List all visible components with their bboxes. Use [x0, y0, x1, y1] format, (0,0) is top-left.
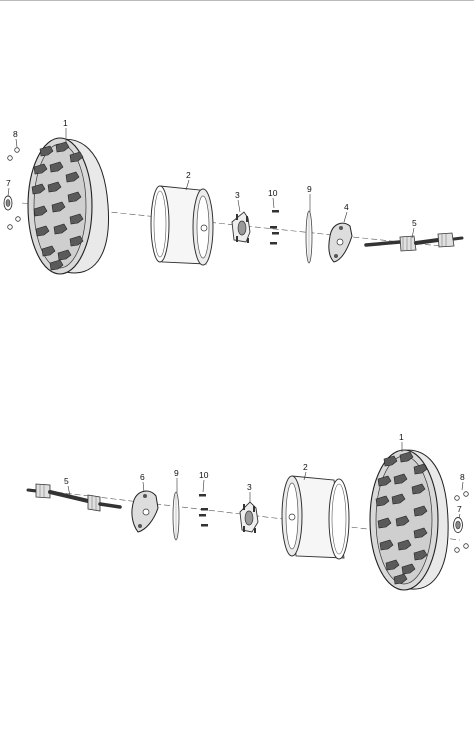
lower-knuckle — [131, 490, 159, 533]
upper-leader-lines — [7, 128, 415, 239]
lower-lug-nuts — [454, 491, 469, 553]
upper-axis-line — [21, 202, 441, 247]
lower-wheel-studs — [199, 494, 208, 527]
upper-hub-cap — [3, 195, 13, 211]
lower-callout-2: 2 — [303, 462, 308, 472]
lower-tire — [369, 449, 449, 591]
upper-assembly: 1 2 3 4 5 7 8 9 10 — [3, 118, 464, 275]
upper-callout-4: 4 — [344, 202, 349, 212]
lower-callout-10: 10 — [199, 470, 209, 480]
upper-brake-disc — [305, 210, 313, 264]
lower-brake-disc — [172, 491, 180, 541]
lower-callout-9: 9 — [174, 468, 179, 478]
upper-lug-nuts — [7, 147, 21, 230]
upper-callout-10: 10 — [268, 188, 278, 198]
upper-tire — [27, 137, 110, 275]
lower-callout-6: 6 — [140, 472, 145, 482]
lower-drive-shaft — [26, 483, 122, 512]
upper-callout-1: 1 — [63, 118, 68, 128]
lower-callout-8: 8 — [460, 472, 465, 482]
upper-drive-shaft — [364, 232, 464, 252]
upper-callout-9: 9 — [307, 184, 312, 194]
upper-wheel-studs — [270, 210, 279, 245]
lower-leader-lines — [67, 442, 464, 519]
lower-hub — [239, 501, 259, 533]
upper-callout-2: 2 — [186, 170, 191, 180]
upper-callout-3: 3 — [235, 190, 240, 200]
upper-callout-5: 5 — [412, 218, 417, 228]
upper-callout-8: 8 — [13, 129, 18, 139]
lower-callout-3: 3 — [247, 482, 252, 492]
lower-callout-7: 7 — [457, 504, 462, 514]
lower-callout-5: 5 — [64, 476, 69, 486]
lower-assembly: 1 2 3 5 6 7 8 9 10 — [26, 432, 469, 591]
upper-hub — [231, 211, 251, 243]
upper-knuckle — [328, 222, 353, 263]
lower-hub-cap — [453, 517, 463, 533]
lower-callout-1: 1 — [399, 432, 404, 442]
upper-rim — [150, 185, 214, 266]
lower-rim — [281, 475, 350, 560]
upper-callout-7: 7 — [6, 178, 11, 188]
